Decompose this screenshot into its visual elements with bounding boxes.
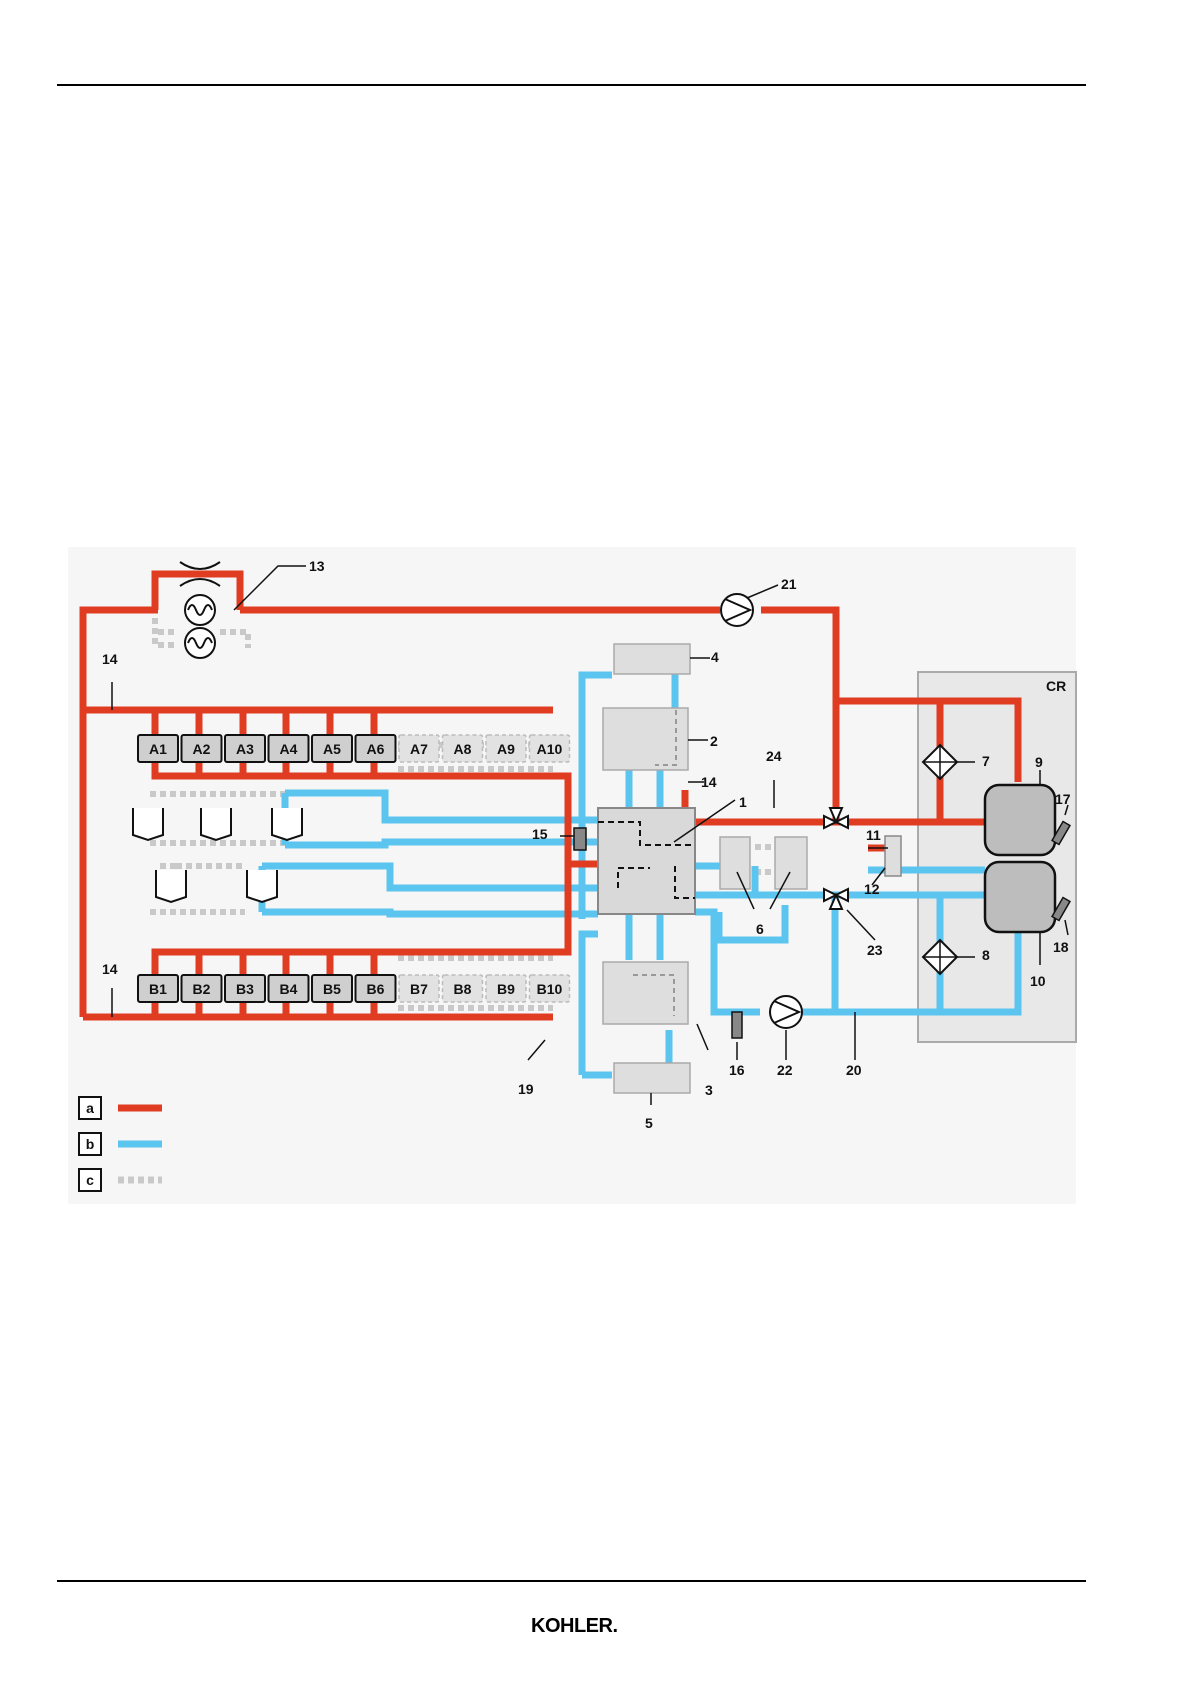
pump-21 bbox=[721, 594, 753, 626]
cylinder-a-label-a3: A3 bbox=[236, 741, 254, 757]
pump-22 bbox=[770, 996, 802, 1028]
component-3 bbox=[603, 962, 688, 1024]
cylinder-a-label-a2: A2 bbox=[193, 741, 211, 757]
callout-13: 13 bbox=[309, 558, 325, 574]
sensor-15 bbox=[574, 828, 586, 850]
callout-10: 10 bbox=[1030, 973, 1046, 989]
cylinder-a-label-a9: A9 bbox=[497, 741, 515, 757]
legend-key-b: b bbox=[86, 1136, 95, 1152]
kohler-logo: KOHLER. bbox=[531, 1615, 618, 1638]
callout-12: 12 bbox=[864, 881, 880, 897]
component-4 bbox=[614, 644, 690, 674]
cylinder-a-label-a4: A4 bbox=[280, 741, 298, 757]
cylinder-b-label-b3: B3 bbox=[236, 981, 254, 997]
cylinder-b-label-b8: B8 bbox=[454, 981, 472, 997]
cr-label: CR bbox=[1046, 678, 1066, 694]
component-6a bbox=[720, 837, 750, 889]
cylinder-a-label-a6: A6 bbox=[367, 741, 385, 757]
callout-22: 22 bbox=[777, 1062, 793, 1078]
legend-key-a: a bbox=[86, 1100, 94, 1116]
cylinder-a-label-a7: A7 bbox=[410, 741, 428, 757]
tank-9 bbox=[985, 785, 1055, 855]
thermostat-housing-1 bbox=[598, 808, 695, 914]
callout-4: 4 bbox=[711, 649, 719, 665]
callout-14-bottom: 14 bbox=[102, 961, 118, 977]
callout-24: 24 bbox=[766, 748, 782, 764]
legend: a b c bbox=[79, 1097, 162, 1191]
legend-key-c: c bbox=[86, 1172, 94, 1188]
callout-18: 18 bbox=[1053, 939, 1069, 955]
callout-1: 1 bbox=[739, 794, 747, 810]
callout-20: 20 bbox=[846, 1062, 862, 1078]
sensor-16 bbox=[732, 1012, 742, 1038]
callout-2: 2 bbox=[710, 733, 718, 749]
callout-14-center: 14 bbox=[701, 774, 717, 790]
cylinder-a-label-a1: A1 bbox=[149, 741, 167, 757]
cylinder-b-label-b1: B1 bbox=[149, 981, 167, 997]
cylinder-a-label-a10: A10 bbox=[537, 741, 563, 757]
callout-7: 7 bbox=[982, 753, 990, 769]
callout-23: 23 bbox=[867, 942, 883, 958]
callout-17: 17 bbox=[1055, 791, 1071, 807]
cylinder-b-label-b10: B10 bbox=[537, 981, 563, 997]
callout-15: 15 bbox=[532, 826, 548, 842]
cylinder-b-label-b6: B6 bbox=[367, 981, 385, 997]
cylinder-b-label-b4: B4 bbox=[280, 981, 298, 997]
component-5 bbox=[614, 1063, 690, 1093]
cylinder-a-label-a5: A5 bbox=[323, 741, 341, 757]
callout-14-top: 14 bbox=[102, 651, 118, 667]
callout-16: 16 bbox=[729, 1062, 745, 1078]
callout-21: 21 bbox=[781, 576, 797, 592]
cylinder-b-label-b7: B7 bbox=[410, 981, 428, 997]
cylinder-b-label-b2: B2 bbox=[193, 981, 211, 997]
cylinder-a-label-a8: A8 bbox=[454, 741, 472, 757]
cylinder-b-label-b9: B9 bbox=[497, 981, 515, 997]
callout-3: 3 bbox=[705, 1082, 713, 1098]
callout-6: 6 bbox=[756, 921, 764, 937]
callout-8: 8 bbox=[982, 947, 990, 963]
callout-5: 5 bbox=[645, 1115, 653, 1131]
component-11-12 bbox=[885, 836, 901, 876]
tank-10 bbox=[985, 862, 1055, 932]
component-6b bbox=[775, 837, 807, 889]
callout-9: 9 bbox=[1035, 754, 1043, 770]
cylinder-b-label-b5: B5 bbox=[323, 981, 341, 997]
callout-19: 19 bbox=[518, 1081, 534, 1097]
callout-11: 11 bbox=[866, 827, 881, 843]
